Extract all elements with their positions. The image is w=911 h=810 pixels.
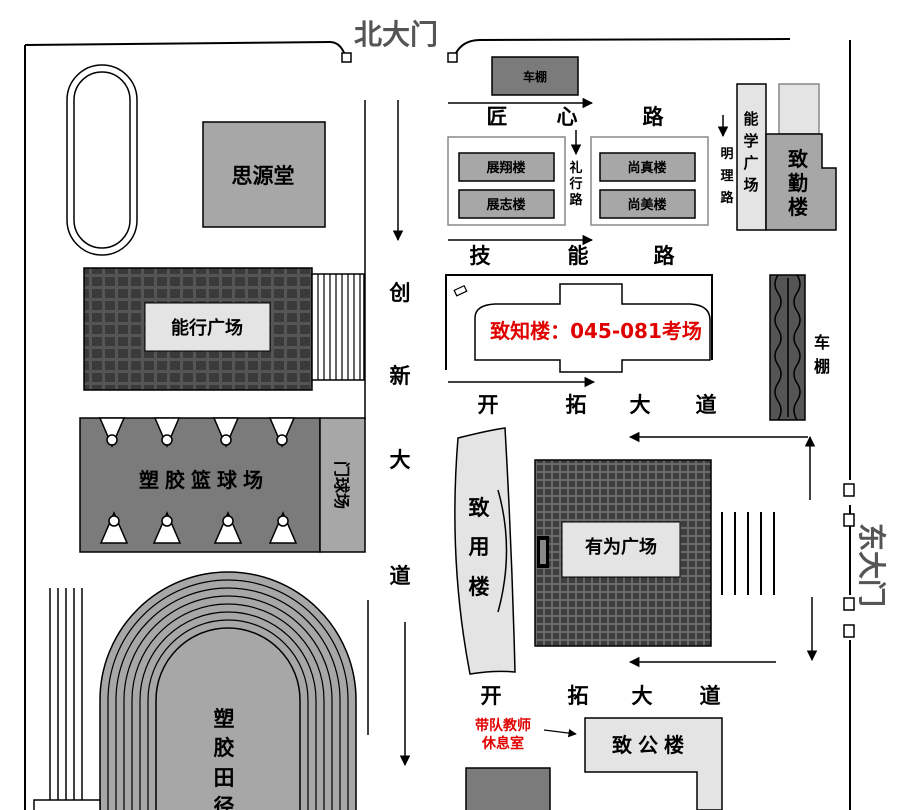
zhanzhi-building <box>458 189 555 219</box>
youwei-square-center <box>561 521 681 578</box>
basketball-hoops-bottom <box>99 511 298 544</box>
chuangxin-3: 大 <box>390 448 411 472</box>
mingli-road-char-3: 路 <box>720 190 734 206</box>
zhiqin-char-1: 致 <box>788 147 809 171</box>
zhizhi-building <box>474 283 711 373</box>
north-gate-label: 北大门 <box>354 18 438 51</box>
rest-room-label-line-2: 休息室 <box>481 735 524 752</box>
zhiqin-annex <box>778 83 820 135</box>
mingli-road-char-2: 理 <box>720 169 733 184</box>
nengxue-char-4: 场 <box>743 176 758 194</box>
zhiqin-char-2: 勤 <box>788 171 808 195</box>
nengxue-char-3: 广 <box>743 154 758 172</box>
running-track-small <box>66 64 138 256</box>
zhiqin-building <box>765 133 837 231</box>
zhigong-building <box>584 717 723 810</box>
gate-ball-court-label: 门球场 <box>332 461 351 509</box>
jineng-road-3: 路 <box>654 244 676 268</box>
basketball-court-label: 塑胶篮球场 <box>139 468 269 492</box>
dark-block-bottom <box>465 767 551 810</box>
zhizhi-label: 致知楼：045-081考场 <box>490 319 702 343</box>
shangzhen-label: 尚真楼 <box>627 160 666 176</box>
athletics-track <box>99 571 357 810</box>
jiangxin-road-2: 心 <box>557 105 578 129</box>
chuangxin-1: 创 <box>389 281 411 305</box>
rest-room-pointer <box>543 728 577 738</box>
siyuan-hall-label: 思源堂 <box>232 164 295 188</box>
zhigong-label: 致公楼 <box>612 733 690 757</box>
zhiyong-building <box>454 427 516 675</box>
kaituo-lower-3: 大 <box>632 684 653 708</box>
kaituo-upper-4: 道 <box>696 393 717 417</box>
parking-stripes <box>721 512 775 595</box>
nengxing-square-label: 能行广场 <box>171 317 243 339</box>
zhiyong-char-1: 致 <box>469 496 491 520</box>
siyuan-hall <box>202 121 326 228</box>
bike-shed-east-char-2: 棚 <box>814 357 830 376</box>
zhizhi-enclosure <box>445 274 713 370</box>
kaituo-upper-1: 开 <box>478 393 499 417</box>
gate-posts <box>341 52 855 638</box>
zhanxiang-building <box>458 152 555 182</box>
nengxue-char-2: 学 <box>743 132 758 150</box>
kaituo-upper-3: 大 <box>630 393 651 417</box>
rest-room-label-line-1: 带队教师 <box>475 717 531 734</box>
track-corner-box <box>33 799 101 810</box>
zhiyong-char-3: 楼 <box>469 575 490 599</box>
small-kiosk <box>453 284 468 297</box>
nengxing-square-center <box>144 302 271 352</box>
nengxue-char-1: 能 <box>743 110 758 128</box>
east-gate-label: 东大门 <box>855 523 888 607</box>
stairs <box>311 273 365 381</box>
jiangxin-road-3: 路 <box>643 105 665 129</box>
shangmei-label: 尚美楼 <box>627 197 666 213</box>
bike-shed-east-wave <box>774 274 801 421</box>
chuangxin-4: 道 <box>390 564 411 588</box>
chuangxin-2: 新 <box>390 364 411 388</box>
bike-shed-north <box>491 56 579 96</box>
kaituo-upper-2: 拓 <box>566 393 587 417</box>
zhanxiang-label: 展翔楼 <box>486 160 525 176</box>
kaituo-lower-1: 开 <box>481 684 502 708</box>
zhanzhi-label: 展志楼 <box>486 197 525 213</box>
track-char-3: 田 <box>214 766 235 790</box>
campus-boundary <box>24 38 851 810</box>
jiangxin-road-1: 匠 <box>487 105 508 129</box>
lixing-road-char-3: 路 <box>569 192 583 208</box>
bike-shed-east-char-1: 车 <box>814 333 830 352</box>
lixing-road-char-2: 行 <box>568 176 582 192</box>
jineng-road-2: 能 <box>568 244 589 268</box>
zhiyong-char-2: 用 <box>469 535 490 559</box>
mingli-road-char-1: 明 <box>720 147 733 162</box>
track-char-4: 径 <box>214 795 235 810</box>
gate-ball-court <box>319 417 366 553</box>
lixing-road-char-1: 礼 <box>569 160 582 176</box>
zhiyong-inner-arc <box>497 489 508 613</box>
youwei-entrance-inner <box>540 540 546 564</box>
youwei-square-label: 有为广场 <box>585 536 657 558</box>
zhiqin-char-3: 楼 <box>788 195 808 219</box>
basketball-hoops-top <box>98 417 296 448</box>
kaituo-lower-2: 拓 <box>568 684 589 708</box>
shangmei-building <box>599 189 696 219</box>
kaituo-lower-4: 道 <box>700 684 721 708</box>
track-start-lines <box>49 588 83 800</box>
track-char-1: 塑 <box>214 707 235 731</box>
track-char-2: 胶 <box>214 736 235 760</box>
jineng-road-1: 技 <box>470 244 492 268</box>
nengxue-square <box>736 83 767 231</box>
bike-shed-north-label: 车棚 <box>523 69 547 84</box>
shangzhen-building <box>599 152 696 182</box>
